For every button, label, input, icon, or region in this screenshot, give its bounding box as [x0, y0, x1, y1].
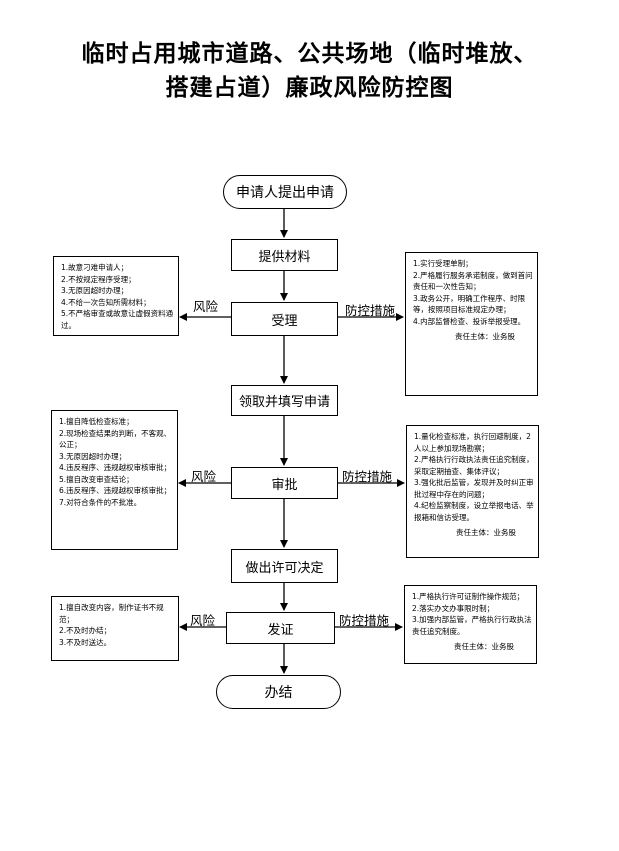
page-title-line2: 搭建占道）廉政风险防控图 — [165, 75, 454, 101]
responsibility-issue: 责任主体：业务股 — [454, 642, 514, 651]
flow-approve: 审批 — [231, 467, 338, 499]
flow-provide-materials: 提供材料 — [231, 239, 338, 271]
risk-note-accept: 1.故意刁难申请人； 2.不按规定程序受理； 3.无原因超时办理； 4.不给一次… — [53, 256, 179, 336]
control-label-approve: 防控措施 — [342, 469, 393, 484]
risk-label-approve: 风险 — [191, 469, 217, 484]
control-note-approve: 1.量化检查标准，执行回避制度，2人以上参加现场勘察； 2.严格执行行政执法责任… — [406, 425, 539, 558]
risk-label-issue: 风险 — [190, 613, 216, 628]
responsibility-approve: 责任主体：业务股 — [456, 528, 516, 537]
flow-start: 申请人提出申请 — [223, 175, 347, 209]
flow-decision: 做出许可决定 — [231, 549, 338, 583]
control-note-approve-text: 1.量化检查标准，执行回避制度，2人以上参加现场勘察； 2.严格执行行政执法责任… — [414, 432, 534, 522]
control-label-issue: 防控措施 — [339, 613, 390, 628]
flow-end: 办结 — [216, 675, 341, 709]
responsibility-accept: 责任主体：业务股 — [455, 332, 515, 341]
page-title-line1: 临时占用城市道路、公共场地（临时堆放、 — [81, 41, 538, 67]
flow-fill-form: 领取并填写申请 — [231, 385, 338, 416]
flow-issue-certificate: 发证 — [226, 612, 335, 644]
flow-accept: 受理 — [231, 302, 338, 336]
control-note-issue: 1.严格执行许可证制作操作规范； 2.落实办文办事限时制； 3.加强内部监管，严… — [404, 585, 537, 664]
control-label-accept: 防控措施 — [345, 303, 396, 318]
control-note-accept-text: 1.实行受理单制； 2.严格履行服务承诺制度，做到首问责任和一次性告知； 3.政… — [413, 259, 533, 326]
control-note-accept: 1.实行受理单制； 2.严格履行服务承诺制度，做到首问责任和一次性告知； 3.政… — [405, 252, 538, 396]
risk-note-issue: 1.擅自改变内容，制作证书不规范； 2.不及时办结； 3.不及时送达。 — [51, 596, 179, 661]
risk-note-approve: 1.擅自降低检查标准； 2.现场检查结果的判断，不客观、公正； 3.无原因超时办… — [51, 410, 178, 550]
control-note-issue-text: 1.严格执行许可证制作操作规范； 2.落实办文办事限时制； 3.加强内部监管，严… — [412, 592, 532, 636]
risk-label-accept: 风险 — [193, 299, 219, 314]
